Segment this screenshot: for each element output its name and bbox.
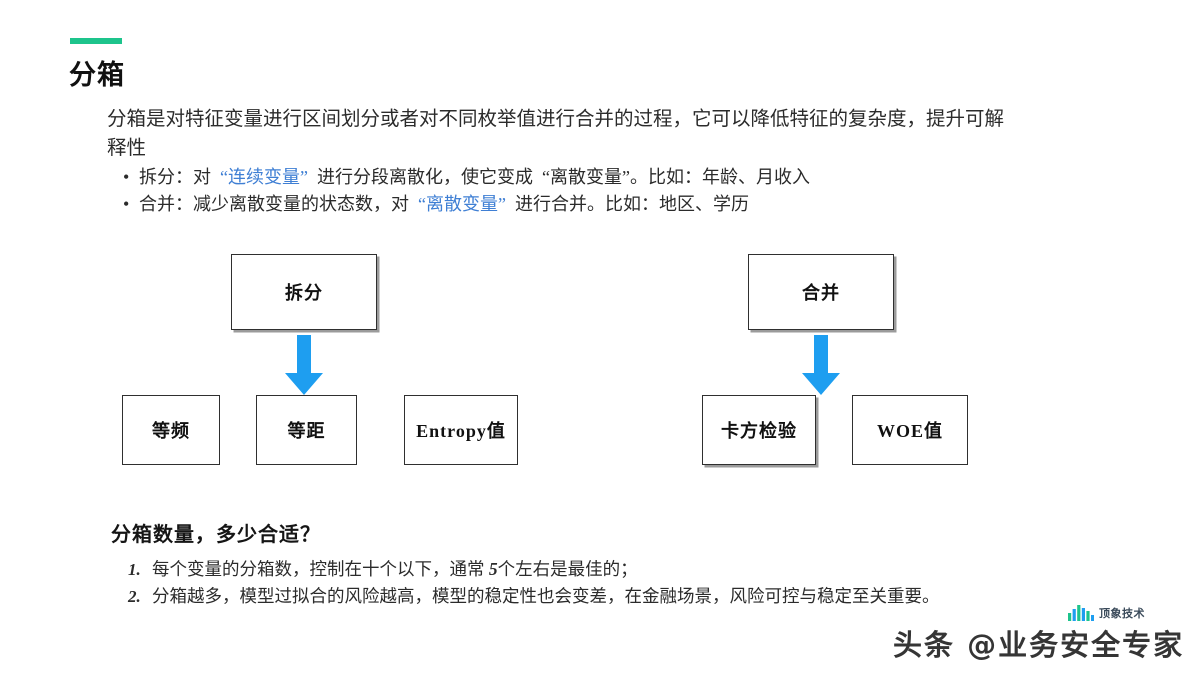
list-text-before: 每个变量的分箱数，控制在十个以下，通常 — [152, 559, 485, 579]
bullet-dot-icon: • — [123, 194, 130, 214]
bullet-suffix-text: 。比如：年龄、月收入 — [629, 167, 810, 187]
diagram-node-split: 拆分 — [231, 254, 377, 330]
intro-paragraph: 分箱是对特征变量进行区间划分或者对不同枚举值进行合并的过程，它可以降低特征的复杂… — [107, 109, 1005, 159]
watermark-toutiao: 头条 @业务安全专家 — [893, 628, 1185, 662]
title-accent-bar — [70, 38, 122, 44]
bullet-highlight-text: “离散变量” — [418, 194, 506, 214]
page-title: 分箱 — [69, 60, 125, 91]
list-item: 2. 分箱越多，模型过拟合的风险越高，模型的稳定性也会变差，在金融场景，风险可控与… — [128, 583, 1128, 610]
bullet-list: •拆分：对 “连续变量” 进行分段离散化，使它变成 “离散变量”。比如：年龄、月… — [123, 164, 1083, 218]
diagram-node-chi-square: 卡方检验 — [702, 395, 816, 465]
list-text-before: 分箱越多，模型过拟合的风险越高，模型的稳定性也会变差，在金融场景，风险可控与稳定… — [152, 586, 940, 606]
list-marker: 2. — [128, 587, 141, 606]
down-arrow-icon — [802, 335, 840, 395]
bullet-middle-text: 进行分段离散化，使它变成 — [316, 167, 533, 187]
bullet-prefix-text: 合并：减少离散变量的状态数，对 — [139, 194, 409, 214]
bullet-highlight-text: “连续变量” — [220, 167, 308, 187]
list-item: • 拆分：对 “连续变量” 进行分段离散化，使它变成 “离散变量”。比如：年龄、月… — [123, 164, 1083, 191]
list-item: • 合并：减少离散变量的状态数，对 “离散变量” 进行合并。比如：地区、学历 — [123, 191, 1083, 218]
diagram-node-entropy: Entropy值 — [404, 395, 518, 465]
bullet-quoted-text: “离散变量” — [541, 167, 630, 187]
section-heading: 分箱数量，多少合适？ — [111, 524, 321, 546]
down-arrow-icon — [285, 335, 323, 395]
bullet-dot-icon: • — [123, 167, 130, 187]
list-marker: 1. — [128, 560, 141, 579]
diagram-node-equal-frequency: 等频 — [122, 395, 220, 465]
diagram-node-woe: WOE值 — [852, 395, 968, 465]
bullet-middle-text: 进行合并。比如：地区、学历 — [514, 194, 749, 214]
bar-chart-logo-icon — [1068, 605, 1094, 621]
list-emphasis: 5 — [488, 559, 498, 579]
numbered-list: 1. 每个变量的分箱数，控制在十个以下，通常 5个左右是最佳的； 2. 分箱越多，模… — [128, 556, 1128, 610]
list-item: 1. 每个变量的分箱数，控制在十个以下，通常 5个左右是最佳的； — [128, 556, 1128, 583]
diagram-node-equal-distance: 等距 — [256, 395, 357, 465]
bullet-prefix-text: 拆分：对 — [139, 167, 211, 187]
brand-logo-label: 顶象技术 — [1099, 606, 1145, 620]
list-text-after: 个左右是最佳的； — [497, 559, 638, 579]
brand-logo: 顶象技术 — [1068, 604, 1145, 621]
diagram-node-merge: 合并 — [748, 254, 894, 330]
